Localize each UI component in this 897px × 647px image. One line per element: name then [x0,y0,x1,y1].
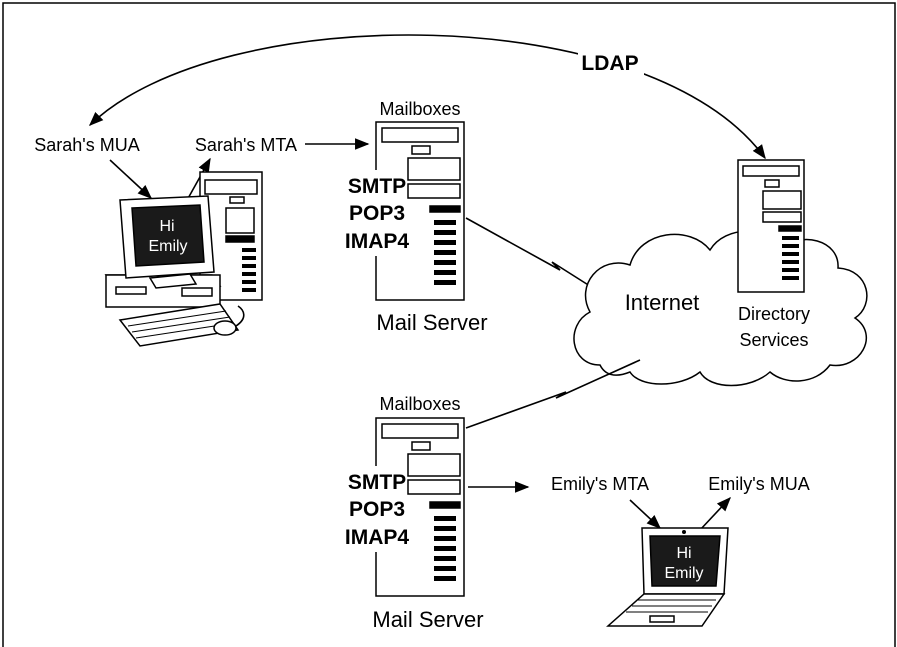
internet-cloud-icon [573,230,868,387]
ldap-arrow [88,34,766,160]
bottom-protocol-smtp: SMTP [348,471,406,494]
bottom-mailboxes-label: Mailboxes [379,394,460,414]
top-mailboxes-label: Mailboxes [379,99,460,119]
directory-label-line2: Services [739,330,808,350]
sarah-screen-line1: Hi [159,218,174,235]
emily-screen-line2: Emily [664,565,703,582]
emily-mta-arrow [629,499,662,529]
bottom-network-link [465,359,641,429]
sarah-mta-arrow [185,157,211,203]
bottom-server-name: Mail Server [372,607,483,632]
sarah-computer-icon [104,171,263,347]
top-protocol-smtp: SMTP [348,175,406,198]
sarah-screen-line2: Emily [148,238,187,255]
emily-screen-line1: Hi [676,545,691,562]
directory-label-line1: Directory [738,304,810,324]
top-protocol-pop3: POP3 [349,202,405,225]
bottom-protocol-pop3: POP3 [349,498,405,521]
bottom-protocol-imap4: IMAP4 [345,526,410,549]
internet-label: Internet [625,290,700,315]
sarah-mua-label: Sarah's MUA [34,135,139,155]
directory-server-icon [737,159,805,293]
ldap-label: LDAP [581,52,638,75]
top-server-icon [375,121,465,301]
sarah-mua-arrow [109,159,153,199]
top-network-link [465,217,613,301]
sarah-mta-label: Sarah's MTA [195,135,297,155]
top-protocol-imap4: IMAP4 [345,230,410,253]
emily-laptop-icon [606,527,729,627]
top-server-name: Mail Server [376,310,487,335]
emily-mta-label: Emily's MTA [551,474,649,494]
emily-mua-arrow [699,496,731,531]
emily-mua-label: Emily's MUA [708,474,809,494]
